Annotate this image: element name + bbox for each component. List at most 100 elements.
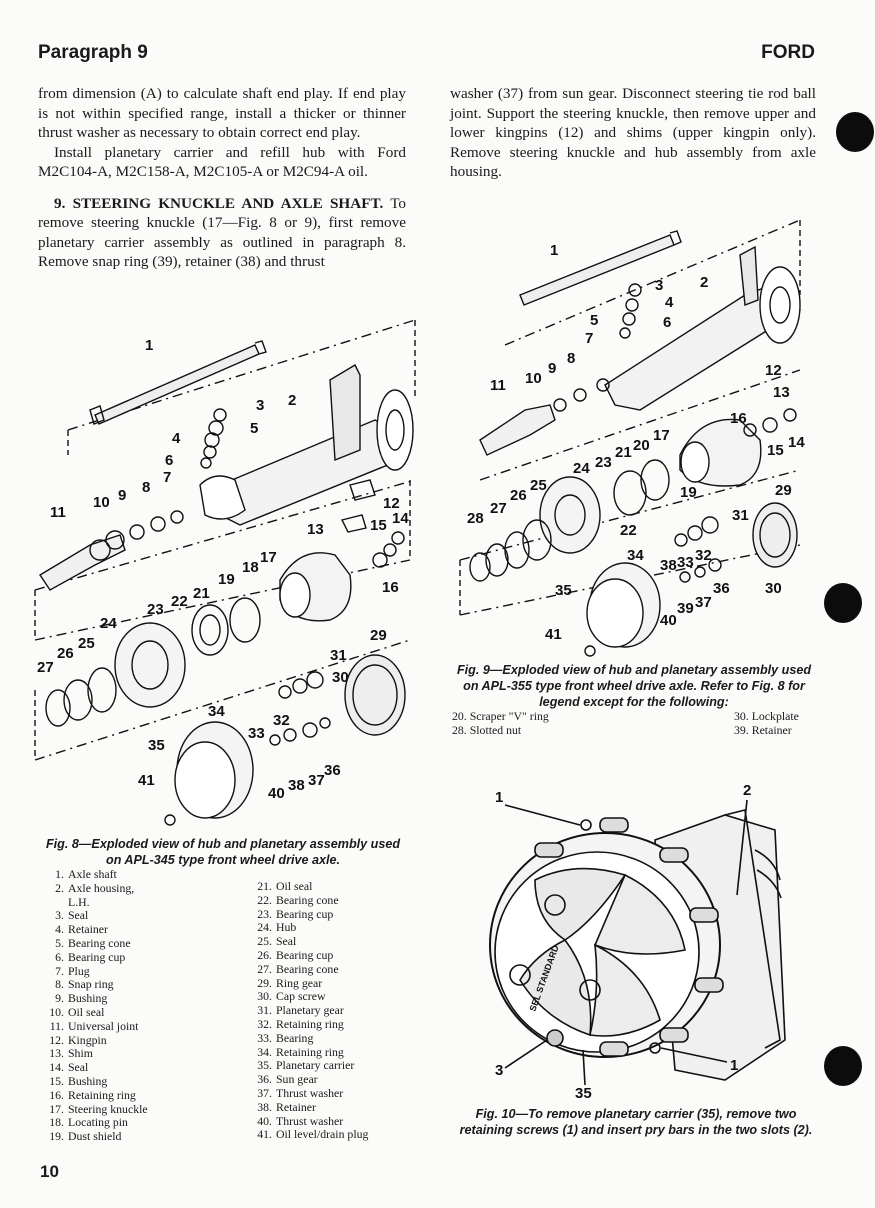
- svg-text:24: 24: [573, 460, 590, 477]
- legend-item: 8.Snap ring: [40, 977, 240, 992]
- legend-number: 38.: [257, 1099, 272, 1114]
- legend-number: 18.: [49, 1115, 64, 1130]
- legend-number: 15.: [49, 1073, 64, 1088]
- legend-number: 8.: [55, 977, 64, 992]
- svg-text:27: 27: [37, 659, 54, 676]
- svg-text:13: 13: [773, 384, 790, 401]
- legend-text: Retaining ring: [276, 1016, 344, 1031]
- legend-item: 40. Thrust washer: [248, 1113, 428, 1129]
- legend-number: 40.: [257, 1113, 272, 1128]
- legend-item: 12.Kingpin: [40, 1032, 240, 1048]
- svg-text:40: 40: [268, 785, 285, 802]
- svg-text:29: 29: [775, 482, 792, 499]
- svg-text:18: 18: [242, 559, 259, 576]
- svg-text:34: 34: [627, 547, 644, 564]
- legend-number: 24.: [257, 920, 272, 935]
- legend-text: Hub: [276, 920, 297, 935]
- binder-hole-bottom: [824, 1046, 862, 1086]
- svg-text:7: 7: [163, 469, 171, 486]
- svg-text:30: 30: [332, 669, 349, 686]
- legend-item: 23.Bearing cup: [248, 906, 428, 922]
- svg-text:31: 31: [732, 507, 749, 524]
- legend-item: 27.Bearing cone: [248, 961, 428, 977]
- fig9-legend-item: 20. Scraper "V" ring: [452, 709, 549, 723]
- legend-text: Thrust washer: [276, 1113, 344, 1128]
- legend-text: Oil level/drain plug: [276, 1127, 369, 1142]
- legend-item: L.H.: [40, 895, 240, 910]
- svg-text:22: 22: [620, 522, 637, 539]
- svg-text:3: 3: [256, 397, 264, 414]
- svg-text:25: 25: [78, 635, 95, 652]
- legend-number: 17.: [49, 1101, 64, 1116]
- fig8-exploded-drawing: 1 2 3 4 5 6 7 8 9 10 11 12 13 14 15 16 1…: [34, 319, 416, 826]
- svg-text:14: 14: [392, 510, 409, 527]
- legend-text: Kingpin: [68, 1032, 107, 1047]
- legend-number: 31.: [257, 1003, 272, 1018]
- svg-text:10: 10: [525, 370, 542, 387]
- legend-text: Plug: [68, 963, 90, 978]
- svg-text:35: 35: [555, 582, 572, 599]
- svg-text:23: 23: [595, 454, 612, 471]
- svg-text:40: 40: [660, 612, 677, 629]
- legend-item: 25.Seal: [248, 934, 428, 949]
- svg-text:5: 5: [250, 420, 258, 437]
- legend-item: 22.Bearing cone: [248, 892, 428, 908]
- legend-number: 11.: [49, 1018, 64, 1033]
- legend-text: Seal: [68, 1060, 89, 1075]
- legend-text: Locating pin: [68, 1115, 128, 1130]
- legend-number: 41.: [257, 1127, 272, 1142]
- legend-number: 23.: [257, 906, 272, 921]
- legend-text: Bearing cone: [68, 935, 131, 950]
- legend-text: Bearing: [276, 1030, 314, 1045]
- legend-number: 33.: [257, 1030, 272, 1045]
- svg-text:33: 33: [677, 554, 694, 571]
- legend-text: Axle housing,: [68, 880, 135, 895]
- legend-number: 21.: [257, 879, 272, 893]
- legend-text: Axle shaft: [68, 867, 117, 881]
- legend-text: Retainer: [68, 922, 108, 937]
- fig9-legend-item: 30. Lockplate: [734, 709, 799, 723]
- legend-text: Sun gear: [276, 1072, 318, 1087]
- svg-text:13: 13: [307, 521, 324, 538]
- svg-text:6: 6: [663, 314, 671, 331]
- legend-number: 5.: [55, 935, 64, 950]
- svg-text:20: 20: [633, 437, 650, 454]
- fig8-caption: Fig. 8—Exploded view of hub and planetar…: [45, 837, 401, 867]
- left-column-text: from dimension (A) to calculate shaft en…: [38, 84, 406, 272]
- svg-text:31: 31: [330, 647, 347, 664]
- legend-number: 9.: [55, 991, 64, 1006]
- svg-text:3: 3: [495, 1062, 503, 1079]
- svg-text:15: 15: [767, 442, 784, 459]
- section-body: To remove steering knuckle (17—Fig. 8 or…: [38, 194, 406, 271]
- legend-item: 34.Retaining ring: [248, 1045, 428, 1060]
- svg-text:35: 35: [575, 1085, 592, 1102]
- svg-text:41: 41: [545, 626, 562, 643]
- legend-item: 6.Bearing cup: [40, 950, 240, 965]
- legend-number: 16.: [49, 1087, 64, 1102]
- legend-text: Ring gear: [276, 975, 323, 990]
- legend-item: 31.Planetary gear: [248, 1003, 428, 1018]
- legend-number: 35.: [257, 1058, 272, 1073]
- legend-item: 13.Shim: [40, 1046, 240, 1061]
- fig9-caption: Fig. 9—Exploded view of hub and planetar…: [456, 663, 812, 709]
- legend-item: 32.Retaining ring: [248, 1016, 428, 1032]
- legend-item: 2.Axle housing,: [40, 880, 240, 896]
- legend-number: 19.: [49, 1129, 64, 1144]
- legend-item: 15.Bushing: [40, 1073, 240, 1089]
- legend-item: 10.Oil seal: [40, 1004, 240, 1020]
- svg-text:5: 5: [590, 312, 598, 329]
- svg-text:12: 12: [383, 495, 400, 512]
- legend-number: 4.: [55, 922, 64, 937]
- legend-number: 1.: [55, 867, 64, 881]
- legend-number: 10.: [49, 1004, 64, 1019]
- legend-item: 7.Plug: [40, 963, 240, 979]
- binder-hole-top: [836, 112, 874, 152]
- legend-text: Bearing cone: [276, 961, 339, 976]
- svg-text:12: 12: [765, 362, 782, 379]
- legend-number: 22.: [257, 892, 272, 907]
- legend-item: 3.Seal: [40, 908, 240, 923]
- legend-text: Seal: [68, 908, 89, 923]
- legend-item: 16.Retaining ring: [40, 1087, 240, 1103]
- svg-text:36: 36: [713, 580, 730, 597]
